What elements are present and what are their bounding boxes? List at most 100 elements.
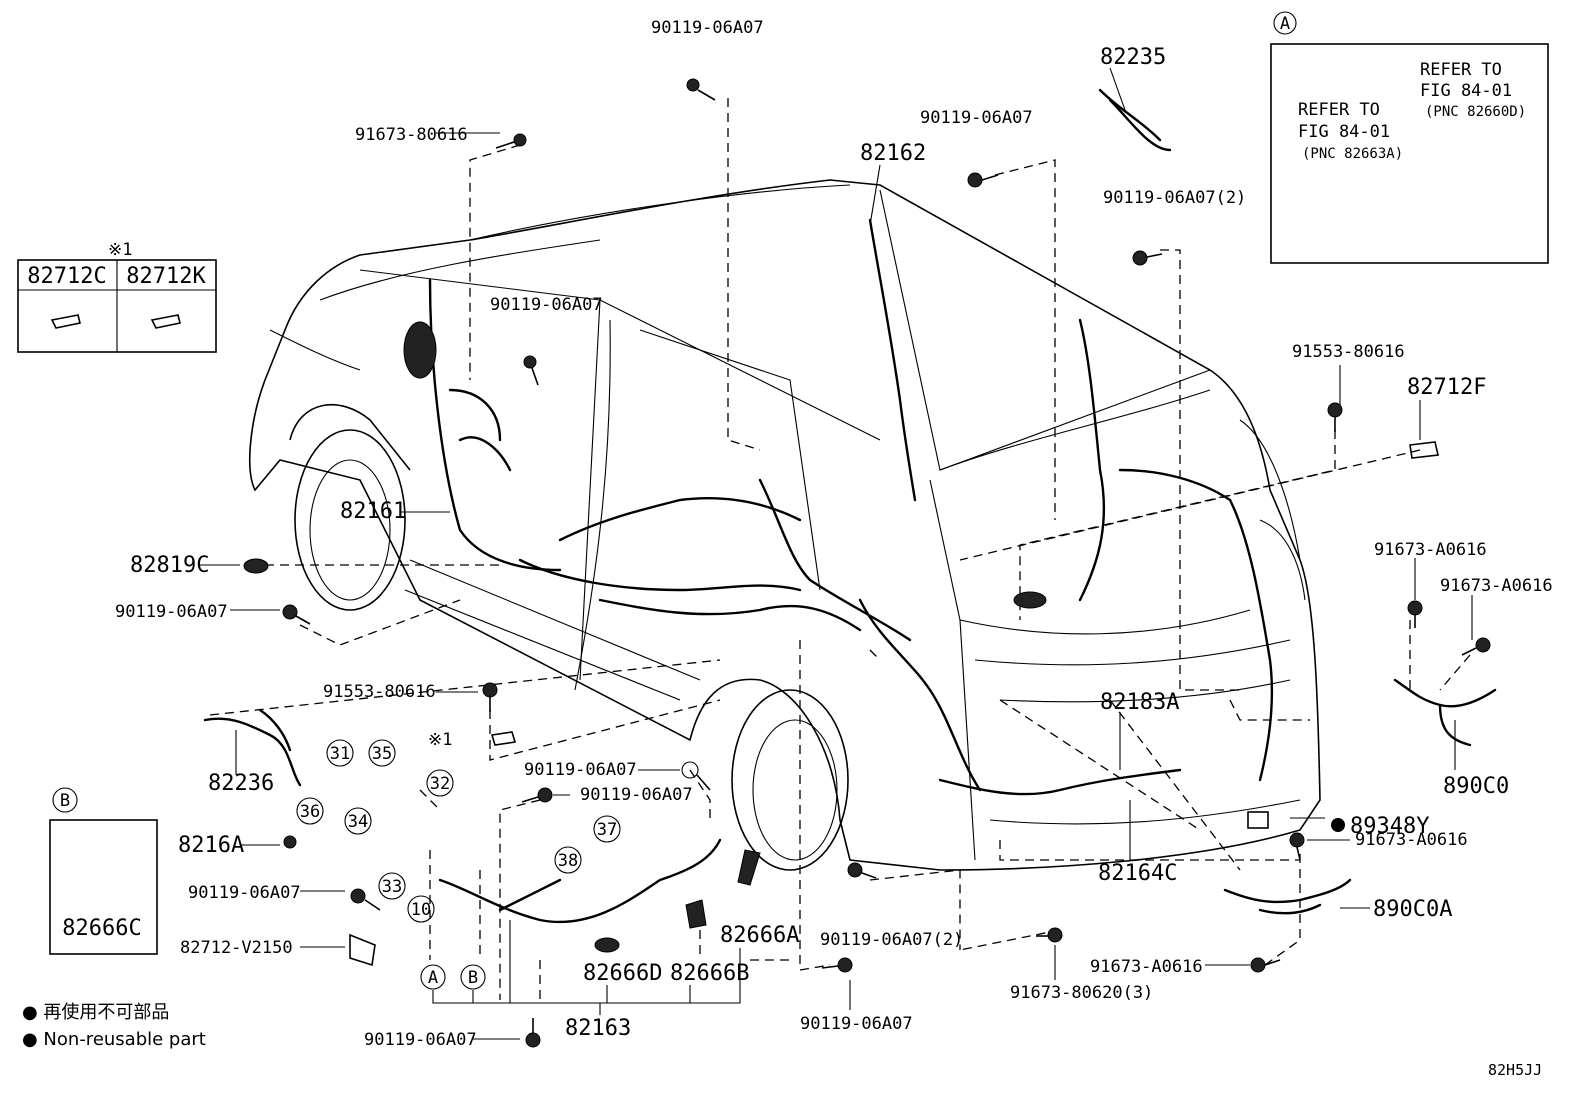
part-label: 82161 (340, 499, 406, 524)
bolt-icon (495, 133, 527, 149)
circled-refs: 31 35 32 36 34 37 38 33 10 A B (296, 739, 621, 990)
circled-ref: 10 (411, 900, 431, 920)
part-label: 82164C (1098, 861, 1177, 886)
module-icon (403, 321, 437, 379)
part-label: 91673-A0616 (1440, 576, 1553, 596)
bolt-icon (482, 682, 498, 712)
bolt-icon (282, 604, 311, 625)
bolt-icon (523, 355, 539, 386)
connector-icon (685, 899, 707, 929)
sensor-icon (737, 849, 761, 886)
refer-right-line3: (PNC 82660D) (1425, 104, 1526, 120)
bolt-icon (686, 78, 716, 101)
bolt-icon (521, 787, 553, 803)
bolt-icon (967, 172, 999, 188)
note-table-mark: ※1 (108, 240, 132, 260)
solid-leaders (200, 67, 1473, 1040)
circled-ref: 33 (382, 877, 402, 897)
bolt-icon (1036, 927, 1063, 943)
part-label: 90119-06A07 (364, 1030, 477, 1050)
part-label: 82712-V2150 (180, 938, 293, 958)
inset-b-marker: B (60, 791, 70, 811)
refer-left-line2: FIG 84-01 (1298, 122, 1390, 142)
circled-ref: 34 (348, 812, 368, 832)
circled-ref: B (468, 968, 478, 988)
bolt-icon (283, 835, 297, 849)
part-label: 8216A (178, 833, 244, 858)
legend-line-jp: ● 再使用不可部品 (22, 1002, 169, 1023)
circled-ref: 37 (597, 820, 617, 840)
refer-left-line3: (PNC 82663A) (1302, 146, 1403, 162)
clip-icon (490, 731, 517, 746)
inset-b: B 82666C (49, 787, 158, 955)
part-label: 90119-06A07 (490, 295, 603, 315)
grommet-icon (243, 558, 269, 574)
circled-ref: A (428, 968, 438, 988)
refer-right-line2: FIG 84-01 (1420, 81, 1512, 101)
bolt-icon (1327, 402, 1343, 432)
part-label: 890C0 (1443, 774, 1509, 799)
inset-b-part: 82666C (62, 916, 141, 941)
vehicle-outline (249, 179, 1321, 871)
refer-right-line1: REFER TO (1420, 60, 1502, 80)
diagram-code: 82H5JJ (1488, 1061, 1542, 1079)
connector-icon (1247, 811, 1269, 829)
leader-lines (209, 98, 1471, 1000)
part-label: 90119-06A07 (920, 108, 1033, 128)
part-label: 90119-06A07 (524, 760, 637, 780)
bolt-icon (350, 888, 381, 911)
clip-icon (50, 314, 81, 329)
part-labels: 90119-06A07 91673-80616 82235 90119-06A0… (115, 18, 1553, 1050)
legend: ● 再使用不可部品 ● Non-reusable part (22, 1002, 206, 1050)
part-label: 91553-80616 (323, 682, 436, 702)
note-table-col1: 82712C (27, 264, 106, 289)
circled-ref: 32 (430, 774, 450, 794)
grommet-icon (594, 937, 620, 953)
circled-ref: 35 (372, 744, 392, 764)
clip-icon (1409, 441, 1439, 459)
part-label: 91673-A0616 (1355, 830, 1468, 850)
part-label: 82712F (1407, 375, 1486, 400)
note-table: ※1 82712C 82712K (17, 240, 217, 353)
part-label: 82819C (130, 553, 209, 578)
legend-line-en: ● Non-reusable part (22, 1029, 206, 1050)
part-label: 890C0A (1373, 897, 1452, 922)
part-label: 89348Y (1350, 814, 1429, 839)
bolt-icon (681, 761, 711, 791)
part-label: 91673-80620(3) (1010, 983, 1153, 1003)
note-table-col2: 82712K (126, 264, 206, 289)
bolt-icon (1461, 637, 1491, 656)
circled-ref: 31 (330, 744, 350, 764)
part-label: 82236 (208, 771, 274, 796)
refer-left-line1: REFER TO (1298, 100, 1380, 120)
bolt-icon (847, 862, 877, 879)
bolt-icon (525, 1018, 541, 1048)
part-label: 91673-A0616 (1090, 957, 1203, 977)
part-label: 91673-A0616 (1374, 540, 1487, 560)
part-label: 82666D (583, 961, 662, 986)
note-mark: ※1 (428, 730, 452, 750)
part-label: 82183A (1100, 690, 1179, 715)
bolt-icon (1407, 600, 1423, 628)
grommet-icon (1013, 591, 1047, 609)
part-label: 82235 (1100, 45, 1166, 70)
clip-icon (150, 314, 181, 329)
part-label: 82162 (860, 141, 926, 166)
bolt-icon (1289, 832, 1305, 861)
bolt-icon (821, 957, 853, 973)
non-reusable-dot-icon (1331, 818, 1345, 832)
part-label: 91673-80616 (355, 125, 468, 145)
inset-a-marker: A (1280, 14, 1290, 34)
bracket-icon (349, 933, 376, 967)
part-label: 82666B (670, 961, 749, 986)
bolt-icon (1250, 957, 1281, 973)
bolt-icon (1132, 250, 1163, 266)
circled-ref: 38 (558, 851, 578, 871)
part-label: 82666A (720, 923, 799, 948)
inset-a: A REFER TO FIG 84-01 (PNC 82663A) REFER … (1270, 11, 1549, 264)
part-label: 91553-80616 (1292, 342, 1405, 362)
part-label: 82163 (565, 1016, 631, 1041)
part-label: 90119-06A07 (188, 883, 301, 903)
